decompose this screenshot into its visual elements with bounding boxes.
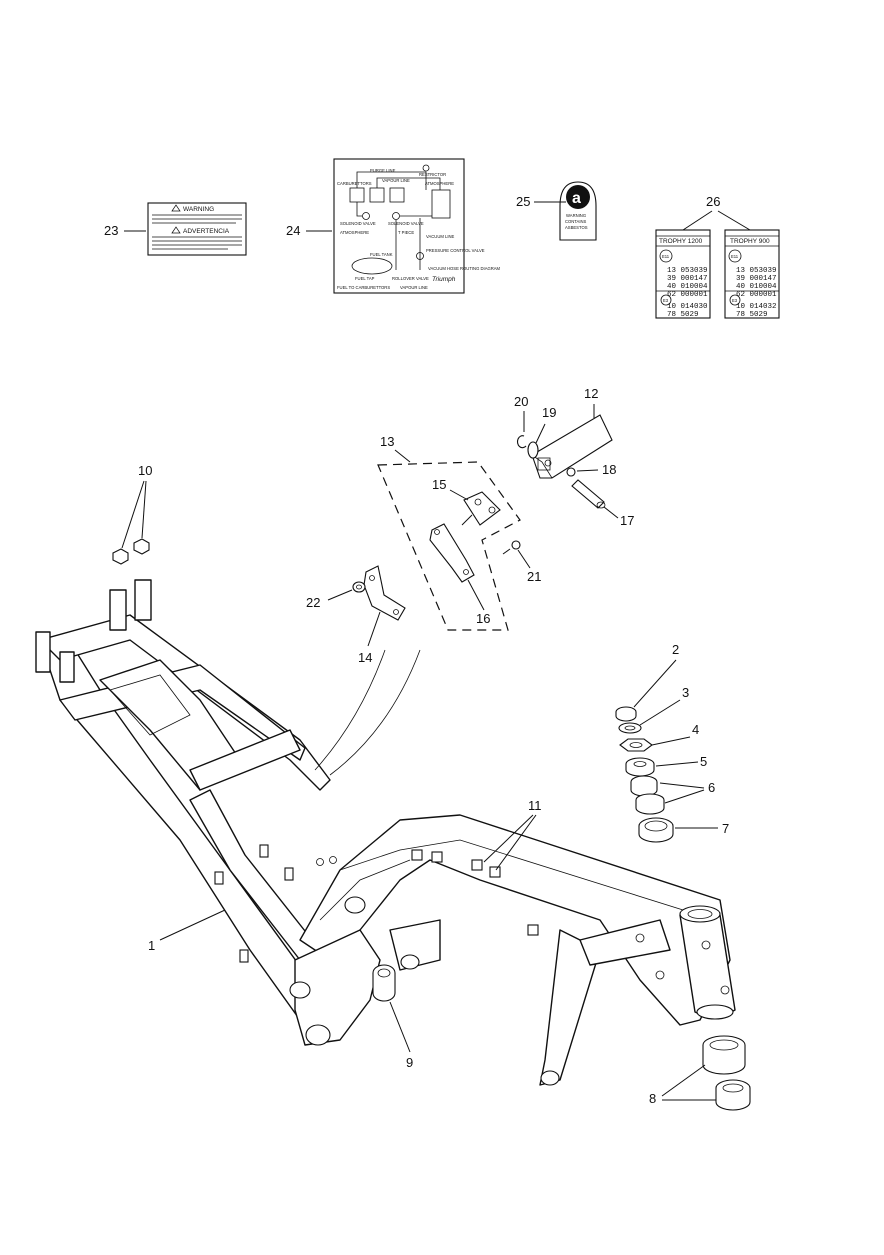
- callout-24: 24: [286, 223, 300, 238]
- advertencia-text: ADVERTENCIA: [183, 228, 230, 235]
- vapour-line-text: VAPOUR LINE: [382, 178, 410, 183]
- callout-12: 12: [584, 386, 598, 401]
- callout-10: 10: [138, 463, 152, 478]
- right-row-1: 39 000147: [736, 275, 777, 283]
- group-13-outline: [377, 461, 521, 631]
- left-bottom-1: 78 5029: [667, 311, 699, 319]
- left-row-1: 39 000147: [667, 275, 708, 283]
- callout-19: 19: [542, 405, 556, 420]
- callout-18: 18: [602, 462, 616, 477]
- callout-9: 9: [406, 1055, 413, 1070]
- right-code-e3: E3: [732, 298, 738, 303]
- washer-3: [618, 722, 642, 734]
- callout-3: 3: [682, 685, 689, 700]
- right-row-0: 13 053039: [736, 267, 777, 275]
- top-cap-2: [615, 706, 637, 722]
- right-bottom-1: 78 5029: [736, 311, 768, 319]
- callout-26: 26: [706, 194, 720, 209]
- callout-14: 14: [358, 650, 372, 665]
- purge-line-text: PURGE LINE: [370, 168, 396, 173]
- asbestos-line-2: CONTAINS: [565, 219, 587, 224]
- lower-bearings-8: [702, 1035, 751, 1111]
- callout-21: 21: [527, 569, 541, 584]
- callout-15: 15: [432, 477, 446, 492]
- left-code-e3: E3: [663, 298, 669, 303]
- warning-text: WARNING: [183, 206, 214, 213]
- fuel-to-carb-text: FUEL TO CARBURETTORS: [337, 285, 390, 290]
- bracket-16: [429, 523, 475, 583]
- warning-label-23: WARNING ADVERTENCIA: [147, 202, 247, 256]
- vacuum-hose-label-24: PURGE LINE RESTRICTOR CARBURETTORS VAPOU…: [333, 158, 501, 294]
- solenoid-valve-2-text: SOLENOID VALVE: [388, 221, 424, 226]
- callout-17: 17: [620, 513, 634, 528]
- solenoid-valve-1-text: SOLENOID VALVE: [340, 221, 376, 226]
- carburettors-text: CARBURETTORS: [337, 181, 372, 186]
- atmosphere-text: ATMOSPHERE: [340, 230, 369, 235]
- callout-11: 11: [528, 798, 542, 813]
- right-row-3: 62 000001: [736, 291, 777, 299]
- callout-25: 25: [516, 194, 530, 209]
- right-bottom-0: 10 014032: [736, 303, 777, 311]
- ball-18: [566, 467, 576, 477]
- callout-1: 1: [148, 938, 155, 953]
- nut-22: [352, 581, 366, 593]
- asbestos-letter: a: [572, 190, 581, 207]
- brand-text: Triumph: [432, 276, 456, 283]
- right-code-e11: E11: [731, 254, 739, 259]
- seal-7: [638, 817, 674, 843]
- right-model: TROPHY 900: [730, 238, 770, 245]
- callout-8: 8: [649, 1091, 656, 1106]
- bolt-21: [502, 540, 521, 555]
- callout-13: 13: [380, 434, 394, 449]
- nut-4: [619, 738, 653, 752]
- callout-20: 20: [514, 394, 528, 409]
- vacuum-line-text: VACUUM LINE: [426, 234, 455, 239]
- rear-nuts-10: [112, 538, 150, 565]
- rollover-valve-text: ROLLOVER VALVE: [392, 276, 429, 281]
- callout-5: 5: [700, 754, 707, 769]
- callout-4: 4: [692, 722, 699, 737]
- fuel-tank-text: FUEL TANK: [370, 252, 393, 257]
- right-row-2: 40 010004: [736, 283, 777, 291]
- adjuster-5: [625, 757, 655, 777]
- pressure-control-valve-text: PRESSURE CONTROL VALVE: [426, 248, 485, 253]
- asbestos-line-3: ASBESTOS: [565, 225, 588, 230]
- left-row-3: 62 000001: [667, 291, 708, 299]
- bracket-14: [363, 565, 406, 621]
- vapour-line-bottom-text: VAPOUR LINE: [400, 285, 428, 290]
- bearings-6: [630, 775, 665, 815]
- approval-plates-26: TROPHY 1200 E11 13 053039 39 000147 40 0…: [655, 229, 780, 319]
- left-model: TROPHY 1200: [659, 238, 703, 245]
- callout-2: 2: [672, 642, 679, 657]
- restrictor-text: RESTRICTOR: [419, 172, 446, 177]
- left-row-0: 13 053039: [667, 267, 708, 275]
- left-code-e11: E11: [662, 254, 670, 259]
- fuel-tap-text: FUEL TAP: [355, 276, 375, 281]
- main-frame-1: [35, 579, 736, 1086]
- callout-22: 22: [306, 595, 320, 610]
- o-ring-19: [527, 441, 539, 459]
- spacer-bush-9: [372, 964, 396, 1002]
- bracket-15: [461, 491, 501, 526]
- asbestos-line-1: WARNING: [566, 213, 586, 218]
- left-row-2: 40 010004: [667, 283, 708, 291]
- callout-6: 6: [708, 780, 715, 795]
- t-piece-text: T PIECE: [398, 230, 414, 235]
- circlip-20: [516, 435, 527, 449]
- callout-7: 7: [722, 821, 729, 836]
- callout-23: 23: [104, 223, 118, 238]
- left-bottom-0: 10 014030: [667, 303, 708, 311]
- callout-16: 16: [476, 611, 490, 626]
- vacuum-hose-routing-text: VACUUM HOSE ROUTING DIAGRAM: [428, 266, 501, 271]
- pin-17: [571, 479, 606, 509]
- asbestos-label-25: a WARNING CONTAINS ASBESTOS: [559, 181, 597, 241]
